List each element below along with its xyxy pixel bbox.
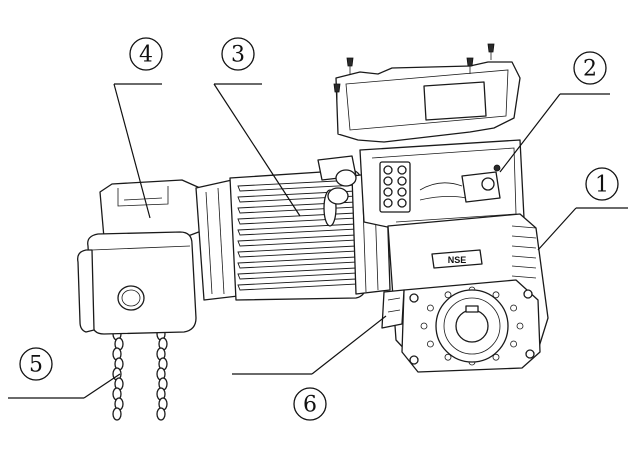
- gearbox: NSE: [381, 213, 549, 373]
- callout-5-label: 5: [29, 353, 43, 378]
- chain-hoist-housing: [77, 179, 205, 335]
- mounting-hole: [492, 353, 500, 361]
- mounting-hole: [444, 291, 452, 299]
- terminal-screw: [383, 187, 393, 197]
- callout-2: 2: [573, 51, 607, 85]
- gearbox-fin: [511, 275, 537, 279]
- terminal-screw: [397, 176, 407, 186]
- callout-2-label: 2: [583, 57, 597, 82]
- callout-4-label: 4: [139, 43, 153, 68]
- nameplate-label: NSE: [448, 255, 467, 265]
- chain-link: [112, 407, 122, 421]
- corner-bolt: [409, 293, 419, 303]
- gearbox-fin: [511, 255, 537, 259]
- mounting-hole: [420, 322, 428, 330]
- mounting-hole: [510, 340, 517, 348]
- callout-1: 1: [585, 167, 619, 201]
- mounting-hole: [444, 353, 452, 361]
- mounting-hole: [426, 304, 434, 312]
- leader-lines: [8, 83, 628, 399]
- gearbox-fin: [511, 225, 537, 229]
- gearbox-fin: [511, 235, 537, 239]
- electric-motor: [195, 155, 391, 301]
- terminal-screw: [397, 165, 407, 175]
- terminal-screw: [383, 176, 393, 186]
- corner-bolt: [525, 349, 535, 359]
- gearbox-fin: [511, 245, 537, 249]
- callout-4: 4: [129, 37, 163, 71]
- corner-bolt: [409, 355, 419, 365]
- mounting-hole: [426, 340, 434, 348]
- mounting-hole: [516, 322, 524, 330]
- terminal-box: [327, 43, 525, 229]
- gearbox-fin: [511, 265, 537, 269]
- terminal-screw: [397, 187, 407, 197]
- callout-6: 6: [293, 387, 327, 421]
- terminal-screw: [383, 198, 393, 208]
- callout-3-label: 3: [231, 43, 245, 68]
- lid-screws: [333, 43, 495, 100]
- terminal-screw: [383, 165, 393, 175]
- mounting-hole: [492, 291, 500, 299]
- terminal-screw: [397, 198, 407, 208]
- callout-3: 3: [221, 37, 255, 71]
- mounting-hole: [510, 304, 517, 312]
- hand-chain: [112, 327, 168, 421]
- chain-link: [156, 407, 166, 421]
- callout-1-label: 1: [595, 173, 609, 198]
- callout-5: 5: [19, 347, 53, 381]
- corner-bolt: [523, 289, 533, 299]
- callout-6-label: 6: [303, 393, 317, 418]
